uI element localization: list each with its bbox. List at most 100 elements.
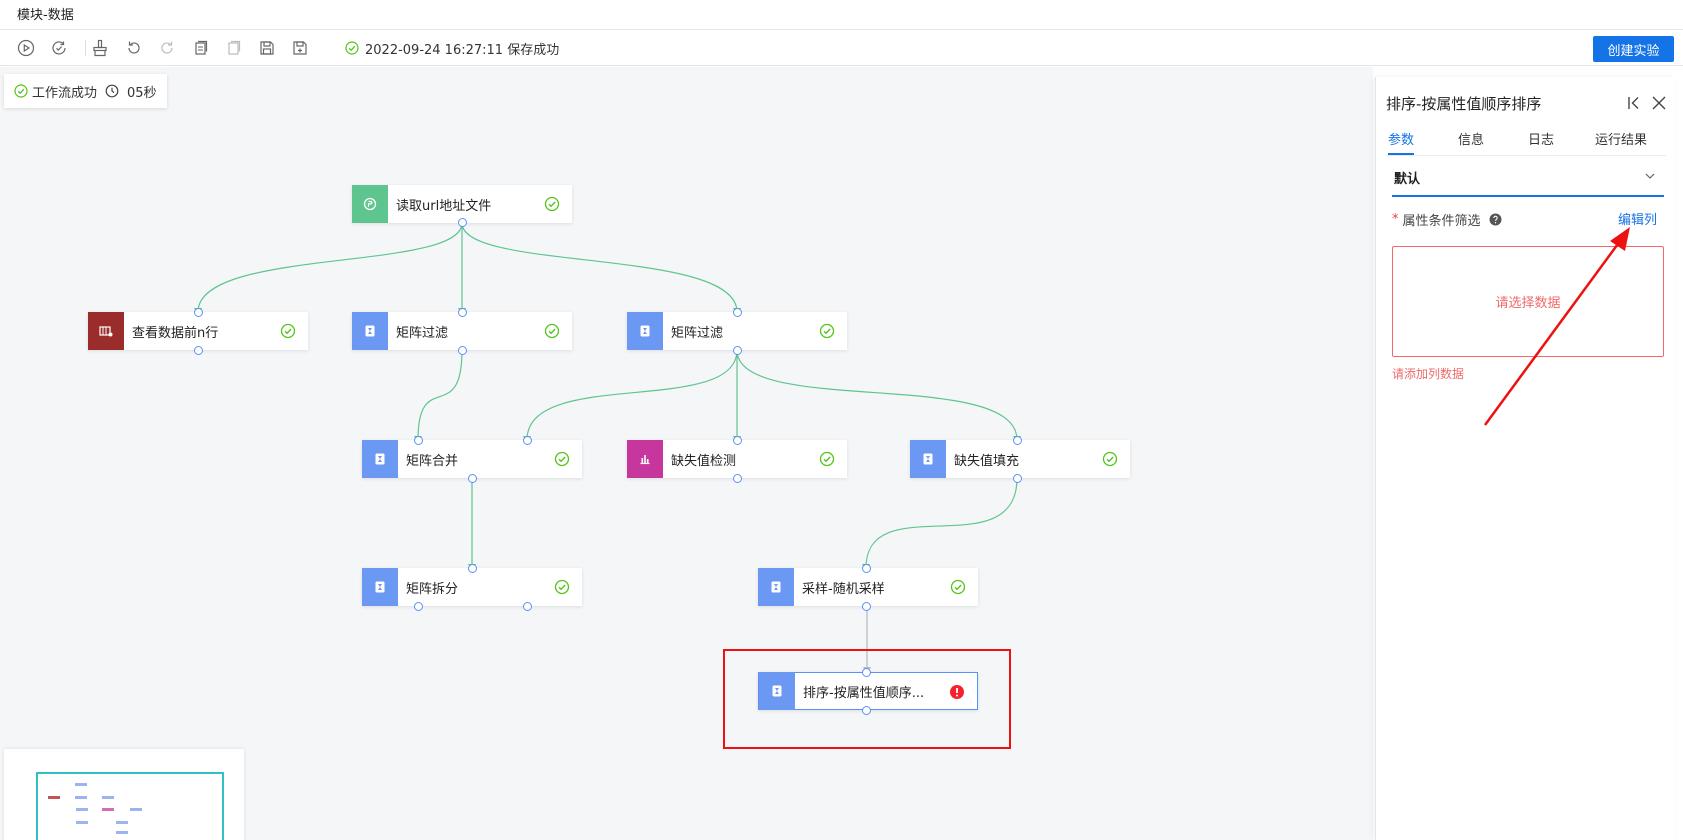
node-label: 读取url地址文件: [396, 198, 492, 214]
hourglass-icon: [627, 312, 663, 350]
copy-icon[interactable]: [192, 39, 210, 57]
input-port[interactable]: [194, 308, 203, 317]
tab-params[interactable]: 参数: [1388, 129, 1415, 155]
edge: [865, 477, 1018, 569]
input-port[interactable]: [862, 668, 871, 677]
node-label: 矩阵拆分: [406, 581, 459, 597]
required-mark: *: [1392, 212, 1399, 227]
edge: [736, 349, 1018, 441]
edge: [417, 349, 463, 441]
toolbar: 2022-09-24 16:27:11 保存成功 创建实验: [0, 30, 1683, 66]
param-group-select[interactable]: 默认: [1392, 155, 1664, 197]
input-port[interactable]: [414, 436, 423, 445]
annotation-highlight-box: [723, 649, 1011, 749]
run-icon[interactable]: [17, 39, 35, 57]
edit-columns-link[interactable]: 编辑列: [1618, 213, 1658, 228]
title-bar: 模块-数据: [0, 0, 1683, 30]
output-port[interactable]: [733, 346, 742, 355]
check-circle-icon: [14, 84, 28, 98]
node-view-top-rows[interactable]: 查看数据前n行: [88, 312, 308, 350]
field-label: * 属性条件筛选: [1392, 210, 1502, 229]
node-matrix-filter-1[interactable]: 矩阵过滤: [352, 312, 572, 350]
node-label: 矩阵合并: [406, 453, 459, 469]
undo-icon[interactable]: [125, 39, 143, 57]
minimap-node: [130, 808, 142, 811]
output-port[interactable]: [194, 346, 203, 355]
check-circle-icon: [345, 41, 359, 55]
success-icon: [280, 323, 296, 339]
hourglass-icon: [352, 312, 388, 350]
minimap-node: [116, 831, 128, 834]
minimap[interactable]: [4, 749, 244, 840]
node-missing-value-detect[interactable]: 缺失值检测: [627, 440, 847, 478]
paste-icon[interactable]: [225, 39, 243, 57]
redo-icon[interactable]: [158, 39, 176, 57]
timer-icon: [105, 84, 119, 98]
workflow-canvas[interactable]: 工作流成功 05秒: [0, 67, 1373, 840]
success-icon: [554, 579, 570, 595]
output-port[interactable]: [862, 602, 871, 611]
output-port[interactable]: [468, 474, 477, 483]
window-title: 模块-数据: [17, 8, 74, 23]
success-icon: [544, 323, 560, 339]
hourglass-icon: [910, 440, 946, 478]
save-as-icon[interactable]: [291, 39, 309, 57]
empty-placeholder: 请选择数据: [1495, 296, 1561, 311]
error-icon: [949, 684, 965, 700]
node-label: 查看数据前n行: [132, 325, 219, 341]
input-port[interactable]: [458, 308, 467, 317]
panel-tabs: 参数 信息 日志 运行结果: [1376, 129, 1676, 155]
input-port[interactable]: [733, 436, 742, 445]
tab-info[interactable]: 信息: [1458, 133, 1485, 148]
success-icon: [819, 451, 835, 467]
hourglass-icon: [758, 568, 794, 606]
input-port[interactable]: [1013, 436, 1022, 445]
node-random-sampling[interactable]: 采样-随机采样: [758, 568, 978, 606]
success-icon: [950, 579, 966, 595]
input-port[interactable]: [523, 436, 532, 445]
output-port[interactable]: [1013, 474, 1022, 483]
edge: [461, 222, 738, 313]
validation-error: 请添加列数据: [1392, 367, 1465, 381]
field-label-text: 属性条件筛选: [1402, 214, 1481, 229]
save-status: 2022-09-24 16:27:11 保存成功: [345, 39, 559, 58]
node-label: 缺失值检测: [671, 453, 737, 469]
bar-chart-icon: [627, 440, 663, 478]
edge: [197, 222, 463, 313]
chevron-down-icon: [1645, 173, 1655, 179]
output-port[interactable]: [862, 706, 871, 715]
collapse-panel-icon[interactable]: [1626, 94, 1642, 112]
elapsed-time: 05秒: [127, 85, 157, 101]
node-read-url-file[interactable]: 读取url地址文件: [352, 185, 572, 223]
tab-results[interactable]: 运行结果: [1595, 133, 1648, 148]
save-icon[interactable]: [258, 39, 276, 57]
output-port[interactable]: [458, 218, 467, 227]
node-label: 矩阵过滤: [396, 325, 449, 341]
node-label: 缺失值填充: [954, 453, 1020, 469]
node-missing-value-fill[interactable]: 缺失值填充: [910, 440, 1130, 478]
minimap-viewport[interactable]: [36, 772, 224, 840]
output-port[interactable]: [414, 602, 423, 611]
node-matrix-filter-2[interactable]: 矩阵过滤: [627, 312, 847, 350]
input-port[interactable]: [733, 308, 742, 317]
node-matrix-split[interactable]: 矩阵拆分: [362, 568, 582, 606]
column-selection-area[interactable]: 请选择数据: [1392, 246, 1664, 357]
properties-panel: 排序-按属性值顺序排序 参数 信息 日志 运行结果 默认 * 属性条件筛选 编辑…: [1375, 77, 1675, 840]
input-port[interactable]: [862, 564, 871, 573]
panel-title: 排序-按属性值顺序排序: [1386, 95, 1542, 113]
tab-logs[interactable]: 日志: [1528, 133, 1555, 148]
edge: [526, 349, 738, 441]
close-icon[interactable]: [1650, 94, 1668, 112]
output-port[interactable]: [523, 602, 532, 611]
refresh-run-icon[interactable]: [50, 39, 68, 57]
node-matrix-merge[interactable]: 矩阵合并: [362, 440, 582, 478]
help-icon[interactable]: [1489, 213, 1502, 226]
minimap-node: [76, 808, 88, 811]
brush-icon[interactable]: [91, 39, 109, 57]
input-port[interactable]: [468, 564, 477, 573]
table-view-icon: [88, 312, 124, 350]
output-port[interactable]: [458, 346, 467, 355]
minimap-node: [76, 821, 88, 824]
create-experiment-button[interactable]: 创建实验: [1593, 36, 1674, 62]
output-port[interactable]: [733, 474, 742, 483]
